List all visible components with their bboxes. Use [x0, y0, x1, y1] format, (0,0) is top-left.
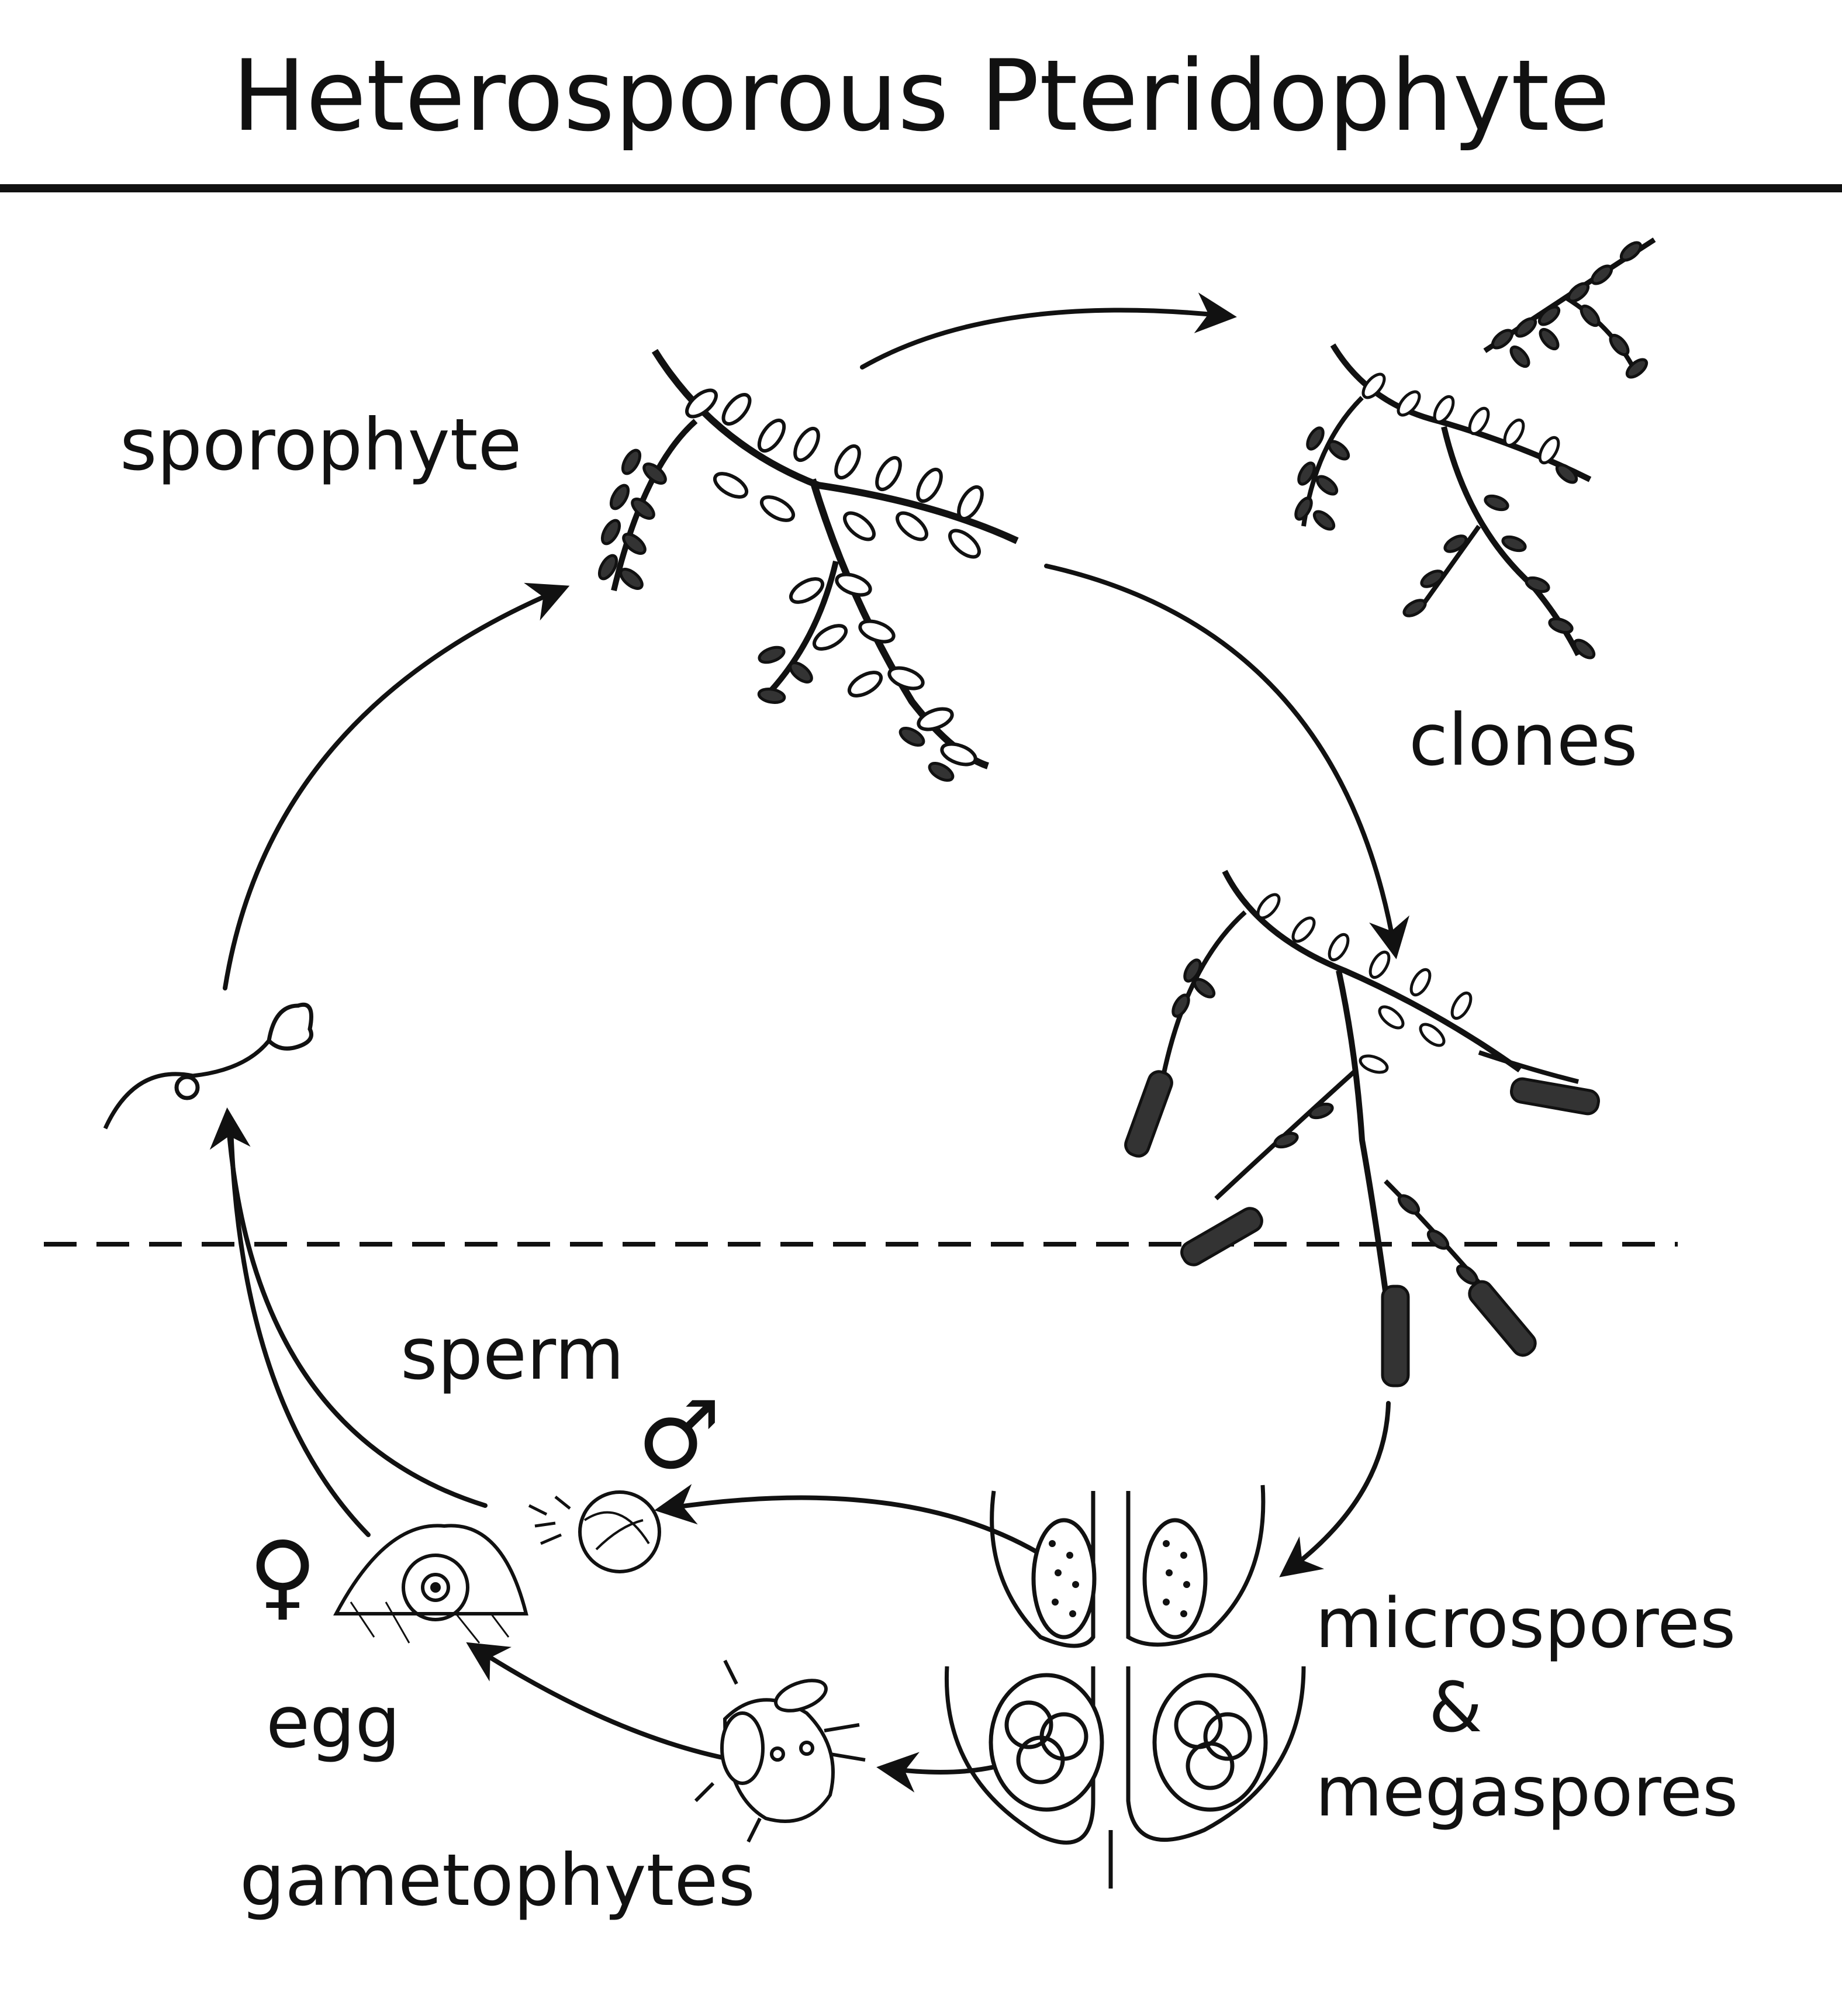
- microsporangium: [1031, 1518, 1097, 1639]
- microspore-dots: [1049, 1540, 1190, 1617]
- male-symbol: ♂: [637, 1380, 721, 1490]
- label-clones: clones: [1409, 699, 1638, 782]
- fertile-sporophyte: [1124, 869, 1600, 1387]
- microsporangium: [1142, 1518, 1208, 1639]
- arrow-to-sporangia: [1279, 1401, 1391, 1577]
- megasporangium: [989, 1673, 1104, 1812]
- strobilus: [1180, 1207, 1263, 1266]
- label-microspores: microspores: [1315, 1583, 1736, 1663]
- arrow-egg-to-zygote: [229, 1123, 371, 1537]
- arrow-sperm-to-zygote: [209, 1107, 488, 1508]
- clone-fern-large: [1294, 343, 1596, 660]
- arrow-to-egg: [466, 1642, 736, 1762]
- sporangia: [944, 1485, 1306, 1889]
- label-egg: egg: [266, 1681, 400, 1764]
- strobilus: [1510, 1077, 1600, 1116]
- label-ampersand: &: [1428, 1666, 1482, 1748]
- label-sperm: sperm: [400, 1313, 624, 1396]
- arrow-to-sperm: [654, 1484, 1040, 1555]
- strobilus: [1468, 1280, 1537, 1357]
- page-title: Heterosporous Pteridophyte: [231, 39, 1611, 153]
- young-sporophyte: [103, 1003, 313, 1130]
- label-megaspores: megaspores: [1315, 1751, 1739, 1832]
- archegonium: [333, 1524, 528, 1644]
- microgametophyte: [528, 1490, 661, 1573]
- arrow-to-clones: [860, 292, 1237, 370]
- strobilus: [1124, 1070, 1173, 1158]
- sporophyte-fern: [597, 348, 1019, 782]
- arrow-zygote-to-sporophyte: [223, 582, 570, 990]
- female-symbol: ♀: [248, 1521, 317, 1630]
- cycle-arrows: [209, 292, 1409, 1793]
- sperm-cells: [528, 1496, 571, 1545]
- egg-cell: [402, 1554, 469, 1621]
- clone-fern-small: [1483, 237, 1656, 379]
- label-spores: microspores & megaspores: [1315, 1582, 1739, 1834]
- strobilus: [1381, 1285, 1410, 1387]
- gametophytes-drawing: [694, 1659, 866, 1843]
- label-gametophytes: gametophytes: [240, 1839, 755, 1922]
- arrow-to-fertile-sporophyte: [1044, 564, 1409, 959]
- label-sporophyte: sporophyte: [120, 403, 522, 486]
